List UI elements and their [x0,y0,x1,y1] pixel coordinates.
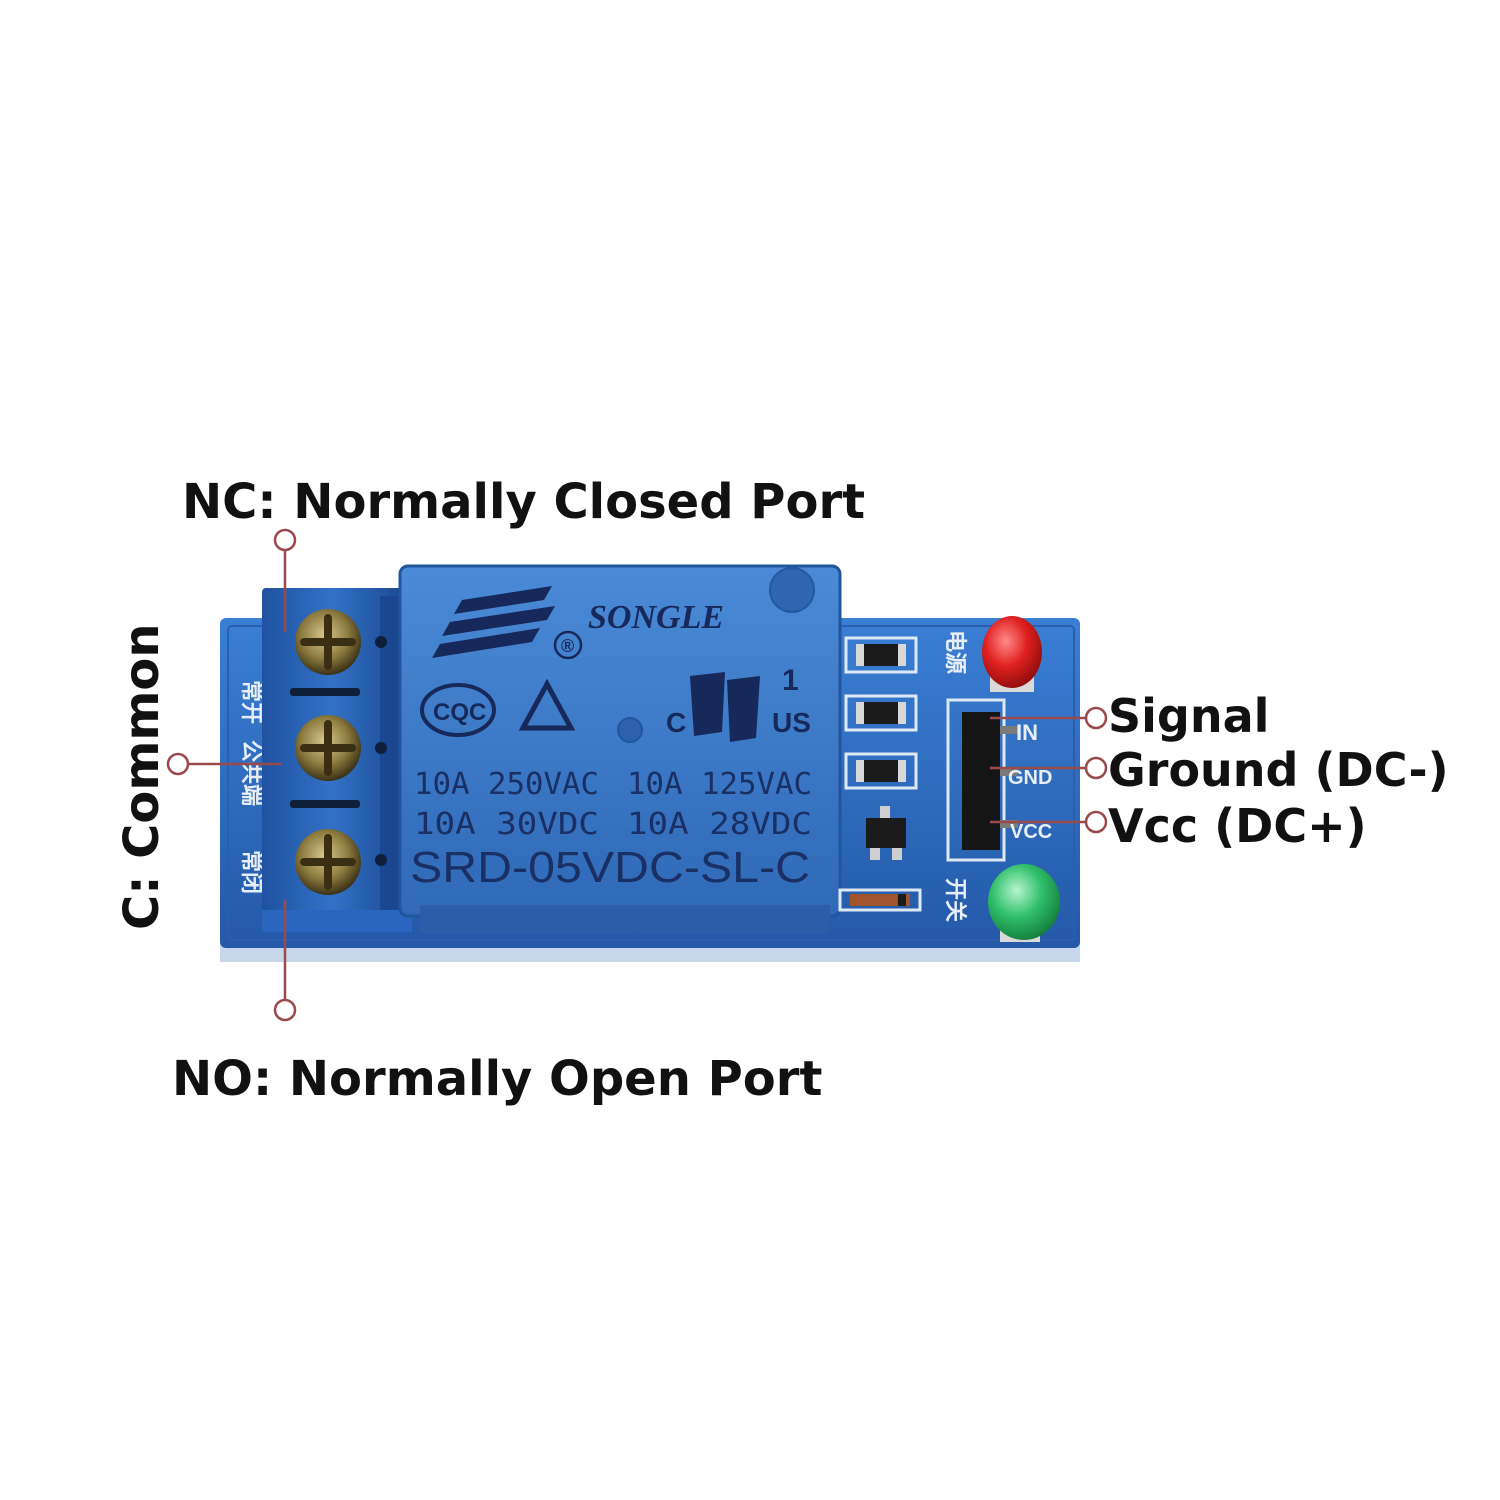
songle-logo-icon [432,586,555,658]
nc-label: NC: Normally Closed Port [182,474,865,530]
silk-no-text: 常闭 [239,850,264,894]
relay-component: SONGLE ® CQC C US 1 10A 250VAC 10A 125VA… [398,564,842,933]
pin-header: IN GND VCC [946,698,1052,862]
registered-mark-icon [553,630,583,660]
ground-label: Ground (DC-) [1108,743,1449,797]
svg-text:C: C [666,707,686,738]
silk-nc-text: 常开 [239,680,264,724]
signal-leader-dot [1084,706,1108,730]
pin-gnd [1000,768,1018,776]
status-led [988,864,1060,942]
smd-resistor [844,752,918,790]
relay-center-pin [617,717,643,743]
smd-components [838,636,922,912]
svg-text:®: ® [561,636,574,656]
pin-in [1000,726,1018,734]
screw-nc [295,609,361,675]
ul-mark-icon: C US 1 [666,664,811,742]
vcc-label: Vcc (DC+) [1108,799,1367,853]
nc-leader-dot [273,528,297,552]
cqc-text: CQC [433,699,486,726]
common-leader-dot [166,752,190,776]
ground-leader-dot [1084,756,1108,780]
no-label: NO: Normally Open Port [172,1051,822,1107]
screw-terminal-block [262,588,412,932]
screw-no [295,829,361,895]
silk-com-text: 公共端 [239,740,264,806]
pin-in-label: IN [1016,720,1038,745]
smd-resistor [844,694,918,732]
terminal-divider [290,688,360,696]
svg-text:1: 1 [782,664,799,697]
warning-triangle-icon [518,678,576,731]
smd-resistor [844,636,918,674]
leader-lines [166,528,1108,1022]
relay-brand: SONGLE [588,599,724,636]
pin-vcc-label: VCC [1010,821,1052,843]
common-label: C: Common [114,623,170,930]
screw-common [295,715,361,781]
cqc-mark-icon: CQC [420,683,496,737]
signal-label: Signal [1108,689,1269,743]
terminal-silkscreen: 常开 公共端 常闭 [239,680,264,894]
relay-model: SRD-05VDC-SL-C [410,843,810,892]
silk-switch-text: 开关 [943,878,968,922]
power-led [982,616,1042,692]
relay-rating-dc-2: 10A 28VDC [627,807,812,842]
relay-rating-dc-1: 10A 30VDC [414,807,599,842]
relay-rating-ac-2: 10A 125VAC [627,767,812,802]
relay-rating-ac-1: 10A 250VAC [414,767,599,802]
smd-transistor [866,806,906,860]
silk-power-text: 电源 [943,630,968,674]
pin-vcc [1000,820,1018,828]
svg-text:US: US [772,707,811,738]
terminal-divider [290,800,360,808]
diode [838,888,922,912]
no-leader-dot [273,998,297,1022]
pin-gnd-label: GND [1008,767,1052,789]
vcc-leader-dot [1084,810,1108,834]
relay-mold-mark [769,567,815,613]
